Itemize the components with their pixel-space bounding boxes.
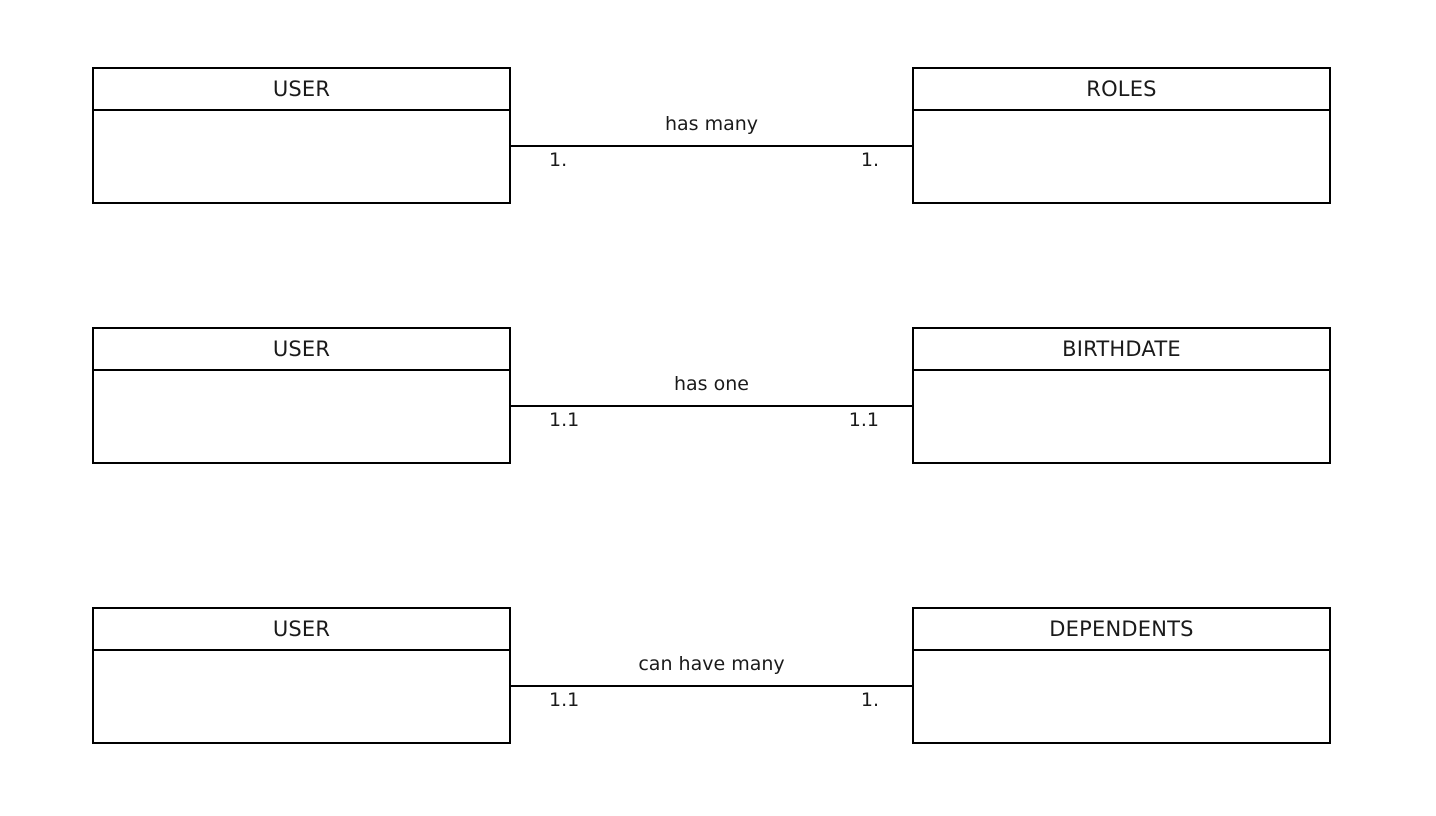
cardinality-right: 1. xyxy=(860,689,879,711)
relationship-row: USER can have many 1.1 1. DEPENDENTS xyxy=(0,607,1436,747)
entity-header: USER xyxy=(94,609,509,651)
relationship-connector-line xyxy=(511,405,912,407)
cardinality-left: 1.1 xyxy=(549,689,580,711)
entity-header: ROLES xyxy=(914,69,1329,111)
entity-title: BIRTHDATE xyxy=(1062,336,1181,361)
entity-box-birthdate[interactable]: BIRTHDATE xyxy=(912,327,1331,464)
cardinality-left: 1.1 xyxy=(549,409,580,431)
relationship-row: USER has one 1.1 1.1 BIRTHDATE xyxy=(0,327,1436,467)
entity-box-user[interactable]: USER xyxy=(92,67,511,204)
entity-box-user[interactable]: USER xyxy=(92,327,511,464)
entity-title: DEPENDENTS xyxy=(1049,616,1194,641)
relationship-label: has many xyxy=(664,113,759,135)
entity-attributes-body xyxy=(94,111,509,202)
entity-header: DEPENDENTS xyxy=(914,609,1329,651)
entity-title: USER xyxy=(272,76,331,101)
relationship-label: can have many xyxy=(638,653,785,675)
entity-title: USER xyxy=(272,336,331,361)
entity-attributes-body xyxy=(914,651,1329,742)
entity-header: USER xyxy=(94,69,509,111)
entity-header: USER xyxy=(94,329,509,371)
entity-title: ROLES xyxy=(1086,76,1157,101)
cardinality-right: 1.1 xyxy=(848,409,879,431)
relationship-connector-line xyxy=(511,145,912,147)
entity-attributes-body xyxy=(914,371,1329,462)
entity-header: BIRTHDATE xyxy=(914,329,1329,371)
entity-box-dependents[interactable]: DEPENDENTS xyxy=(912,607,1331,744)
relationship-row: USER has many 1. 1. ROLES xyxy=(0,67,1436,207)
entity-attributes-body xyxy=(94,371,509,462)
entity-attributes-body xyxy=(914,111,1329,202)
cardinality-left: 1. xyxy=(549,149,568,171)
relationship-connector-line xyxy=(511,685,912,687)
entity-attributes-body xyxy=(94,651,509,742)
relationship-label: has one xyxy=(674,373,749,395)
cardinality-right: 1. xyxy=(860,149,879,171)
entity-title: USER xyxy=(272,616,331,641)
entity-box-user[interactable]: USER xyxy=(92,607,511,744)
entity-box-roles[interactable]: ROLES xyxy=(912,67,1331,204)
